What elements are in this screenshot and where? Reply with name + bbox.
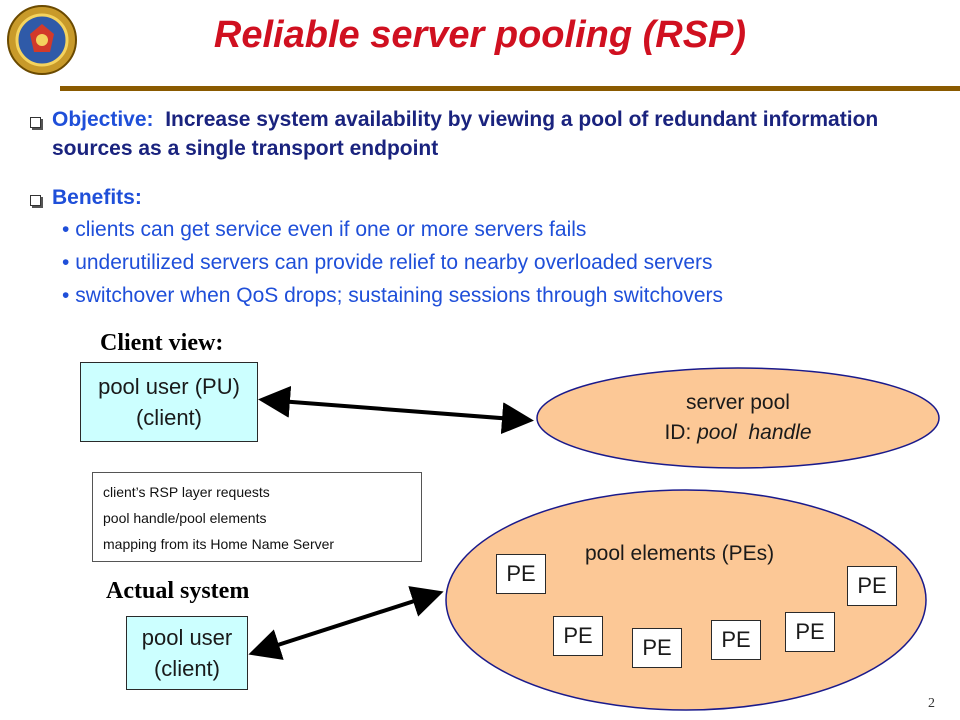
note-line: mapping from its Home Name Server xyxy=(103,536,335,552)
alliance-logo xyxy=(6,4,78,76)
pool-user-label: pool user (PU) xyxy=(98,374,240,399)
page-number: 2 xyxy=(928,696,935,711)
emblem-seal-icon xyxy=(7,5,77,75)
pool-user-label: pool user xyxy=(141,625,233,650)
objective-text: Increase system availability by viewing … xyxy=(52,108,879,160)
pool-user-box: pool user (PU) (client) xyxy=(80,362,258,442)
client-view-arrow xyxy=(258,385,534,435)
client-view-heading: Client view: xyxy=(100,330,224,356)
objective-label: Objective: xyxy=(52,108,154,131)
pool-user-role: (client) xyxy=(135,405,202,430)
pool-elements-label: pool elements (PEs) xyxy=(585,542,775,565)
benefit-item: • clients can get service even if one or… xyxy=(62,218,587,241)
pool-element-box: PE xyxy=(785,612,835,652)
pool-user-role: (client) xyxy=(153,656,220,681)
pool-element-box: PE xyxy=(553,616,603,656)
actual-system-arrow xyxy=(248,586,444,660)
actual-system-heading: Actual system xyxy=(106,578,250,604)
benefit-item: • switchover when QoS drops; sustaining … xyxy=(62,284,723,307)
benefit-text: switchover when QoS drops; sustaining se… xyxy=(75,284,723,307)
benefits-label: Benefits: xyxy=(52,186,142,209)
server-pool-id-label: ID: xyxy=(664,421,692,444)
pool-element-box: PE xyxy=(632,628,682,668)
pool-element-box: PE xyxy=(496,554,546,594)
square-bullet-icon xyxy=(30,117,41,128)
rsp-note-box: client’s RSP layer requests pool handle/… xyxy=(92,472,422,562)
pool-element-box: PE xyxy=(711,620,761,660)
pool-handle-text: pool handle xyxy=(697,421,812,444)
objective-paragraph: Objective: Increase system availability … xyxy=(52,105,932,163)
slide-title: Reliable server pooling (RSP) xyxy=(213,14,747,56)
benefit-text: clients can get service even if one or m… xyxy=(75,218,587,241)
note-line: pool handle/pool elements xyxy=(103,510,267,526)
pool-element-box: PE xyxy=(847,566,897,606)
benefit-text: underutilized servers can provide relief… xyxy=(75,251,713,274)
server-pool-ellipse xyxy=(536,367,940,469)
square-bullet-icon xyxy=(30,195,41,206)
server-pool-id: ID: pool handle xyxy=(538,418,938,448)
title-divider xyxy=(60,86,960,91)
server-pool-label: server pool ID: pool handle xyxy=(538,388,938,448)
benefit-item: • underutilized servers can provide reli… xyxy=(62,251,713,274)
note-line: client’s RSP layer requests xyxy=(103,484,270,500)
server-pool-title: server pool xyxy=(686,391,790,414)
pool-user-box: pool user (client) xyxy=(126,616,248,690)
